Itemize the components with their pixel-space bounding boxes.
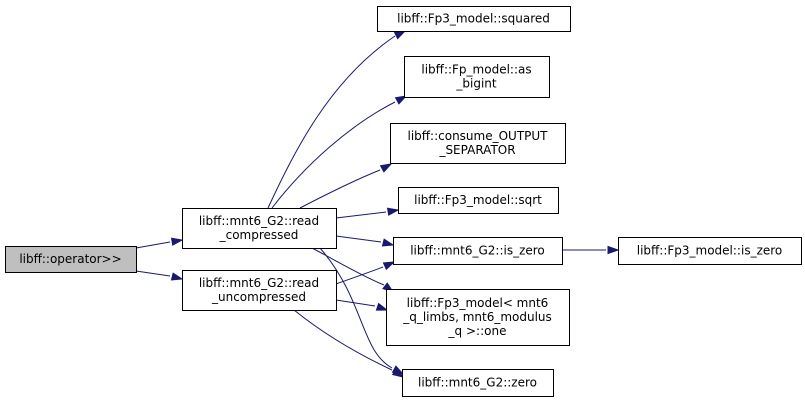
arrowhead	[170, 237, 184, 246]
call-nodes: libff::operator>>libff::mnt6_G2::read_co…	[5, 6, 802, 397]
edge-read_uncompressed-to-g2_is_zero	[335, 261, 396, 285]
edge-line	[299, 169, 381, 209]
edge-read_compressed-to-fp_as_bigint	[271, 95, 408, 209]
node-box	[390, 123, 566, 164]
node-read-uncompressed[interactable]: libff::mnt6_G2::read_uncompressed	[182, 270, 337, 311]
node-box	[618, 237, 802, 265]
node-box	[377, 6, 571, 32]
node-read-compressed[interactable]: libff::mnt6_G2::read_compressed	[182, 208, 337, 249]
node-box	[182, 270, 337, 311]
node-label-line: _bigint	[455, 77, 497, 91]
edge-line	[293, 309, 393, 371]
node-fp3-sqrt[interactable]: libff::Fp3_model::sqrt	[398, 187, 559, 214]
edge-read_uncompressed-to-fp3_one	[335, 299, 389, 311]
node-box	[398, 187, 559, 214]
node-label-line: libff::mnt6_G2::is_zero	[410, 244, 545, 258]
edge-line	[319, 247, 393, 369]
node-box	[5, 246, 137, 273]
edge-read_compressed-to-consume_output_separator	[299, 163, 393, 209]
node-label-line: libff::consume_OUTPUT	[407, 129, 548, 143]
edge-line	[135, 241, 171, 249]
arrowhead	[375, 302, 389, 311]
node-label-line: _uncompressed	[211, 290, 306, 304]
edge-g2_is_zero-to-fp3_is_zero	[562, 245, 620, 255]
node-label-line: _q_limbs, mnt6_modulus	[402, 310, 552, 324]
edge-line	[271, 101, 396, 209]
edge-read_compressed-to-fp3_sqrt	[335, 207, 400, 219]
node-box	[393, 237, 563, 265]
node-label-line: libff::Fp3_model::squared	[397, 12, 550, 26]
arrowhead	[393, 30, 407, 40]
node-label-line: _q >::one	[448, 324, 507, 338]
arrowhead	[391, 367, 405, 378]
node-fp3-one[interactable]: libff::Fp3_model< mnt6_q_limbs, mnt6_mod…	[386, 289, 570, 346]
node-fp3-is-zero[interactable]: libff::Fp3_model::is_zero	[618, 237, 802, 265]
node-fp-as-bigint[interactable]: libff::Fp_model::as_bigint	[404, 56, 550, 98]
arrowhead	[386, 207, 400, 216]
node-consume-output-separator[interactable]: libff::consume_OUTPUT_SEPARATOR	[390, 123, 566, 164]
arrowhead	[170, 272, 184, 281]
node-label-line: libff::mnt6_G2::read	[199, 276, 319, 290]
edge-read_compressed-to-fp3_squared	[267, 30, 407, 209]
edge-read_uncompressed-to-g2_zero	[293, 309, 405, 378]
arrowhead	[394, 95, 408, 105]
node-operator[interactable]: libff::operator>>	[5, 246, 137, 273]
edge-read_compressed-to-g2_is_zero	[335, 235, 395, 247]
edge-line	[335, 266, 384, 285]
node-box	[402, 369, 554, 397]
node-label-line: libff::operator>>	[19, 252, 121, 266]
node-label-line: libff::mnt6_G2::read	[199, 214, 319, 228]
arrowhead	[382, 261, 396, 271]
edge-line	[335, 299, 376, 307]
node-label-line: _compressed	[219, 228, 299, 242]
call-edges	[135, 30, 620, 378]
edge-operator-to-read_compressed	[135, 237, 184, 249]
edge-line	[335, 235, 382, 243]
node-label-line: _SEPARATOR	[438, 143, 515, 157]
node-g2-is-zero[interactable]: libff::mnt6_G2::is_zero	[393, 237, 563, 265]
node-box	[404, 56, 550, 98]
node-box	[182, 208, 337, 249]
edge-line	[335, 211, 387, 219]
node-label-line: libff::Fp3_model::sqrt	[414, 193, 542, 207]
node-label-line: libff::Fp3_model::is_zero	[637, 244, 783, 258]
node-g2-zero[interactable]: libff::mnt6_G2::zero	[402, 369, 554, 397]
node-label-line: libff::Fp_model::as	[421, 63, 531, 77]
edge-operator-to-read_uncompressed	[135, 270, 184, 281]
edge-line	[267, 35, 396, 209]
node-fp3-squared[interactable]: libff::Fp3_model::squared	[377, 6, 571, 32]
arrowhead	[607, 245, 620, 255]
edge-line	[311, 247, 385, 286]
edge-line	[135, 270, 171, 277]
node-label-line: libff::mnt6_G2::zero	[418, 376, 537, 390]
arrowhead	[379, 163, 393, 173]
node-label-line: libff::Fp3_model< mnt6	[407, 296, 549, 310]
node-box	[386, 289, 570, 346]
arrowhead	[381, 238, 395, 247]
